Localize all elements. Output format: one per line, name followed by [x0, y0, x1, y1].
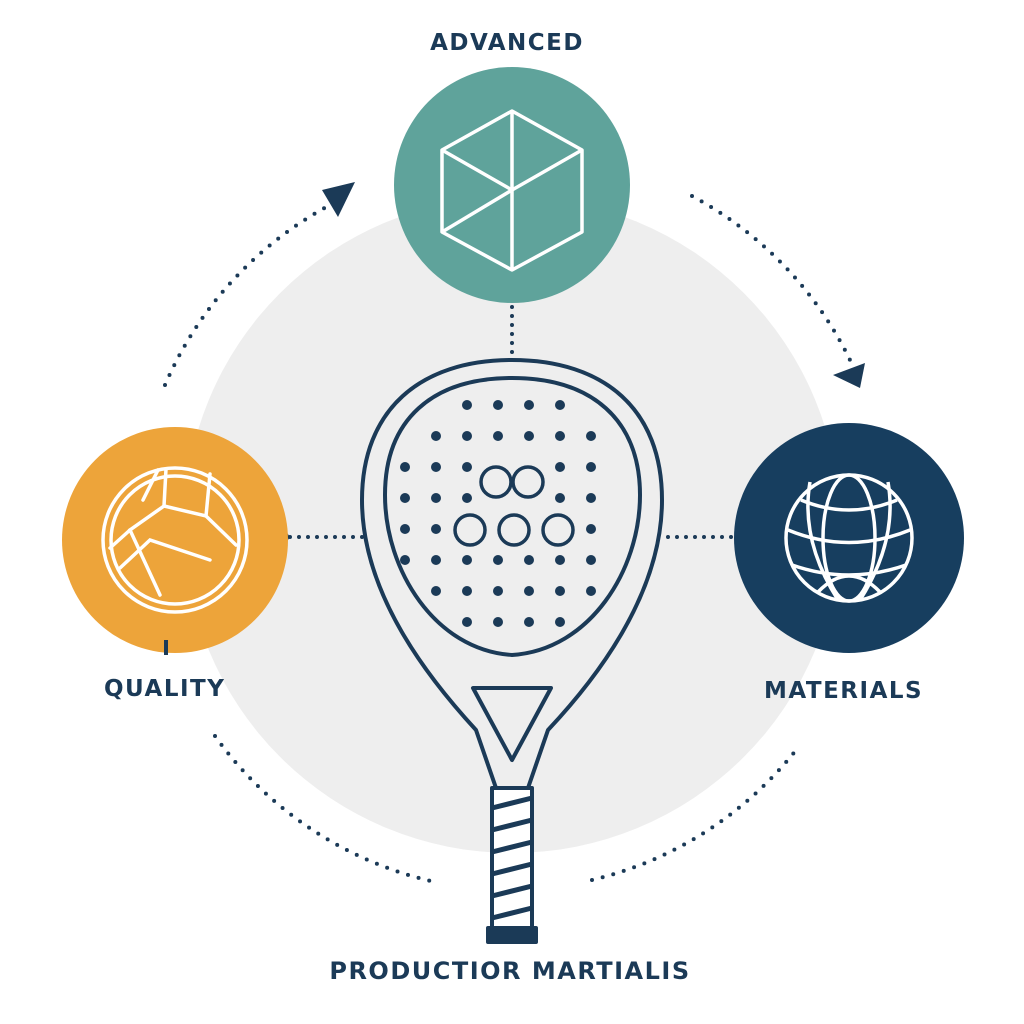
label-materials: MATERIALS [764, 678, 924, 704]
globe-icon [784, 473, 914, 603]
racket-hole [586, 586, 596, 596]
racket-hole [400, 493, 410, 503]
racket-hole [524, 617, 534, 627]
cycle-arcs [163, 194, 852, 884]
connectors [288, 296, 740, 539]
racket-hole [555, 431, 565, 441]
racket-hole [524, 555, 534, 565]
racket-hole [400, 555, 410, 565]
racket-hole [462, 586, 472, 596]
arc-top-left [163, 203, 332, 387]
racket-hole [462, 400, 472, 410]
racket-hole [462, 555, 472, 565]
racket-hole [555, 555, 565, 565]
racket-hole [493, 431, 503, 441]
racket-hole [462, 431, 472, 441]
racket-grip-wrap [491, 795, 533, 921]
racket-hole [555, 462, 565, 472]
node-quality-circle [62, 427, 288, 653]
racket-hole [493, 400, 503, 410]
racket-hole [524, 431, 534, 441]
racket-hole [524, 400, 534, 410]
cube-icon [440, 109, 584, 272]
racket-hole [400, 524, 410, 534]
racket-throat [471, 686, 553, 762]
racket-hole [586, 493, 596, 503]
arc-bottom-left [213, 734, 437, 884]
volleyball-icon [101, 466, 249, 614]
racket-hole [462, 493, 472, 503]
arrowhead-down-icon [833, 363, 865, 388]
label-production-materials: PRODUCTIOR MARTIALIS [329, 957, 691, 985]
racket-hole [431, 431, 441, 441]
racket-hole [462, 462, 472, 472]
racket-hole [586, 462, 596, 472]
arrowhead-up-right-icon [322, 182, 355, 217]
racket-dot-holes [400, 400, 596, 627]
racket-hole [555, 617, 565, 627]
node-quality [62, 427, 288, 655]
racket-hole [586, 555, 596, 565]
racket-hole [431, 555, 441, 565]
label-quality: QUALITY [104, 676, 226, 702]
racket-hole [586, 524, 596, 534]
backdrop-circle [184, 197, 840, 853]
node-advanced [394, 67, 630, 303]
label-advanced: ADVANCED [430, 30, 584, 56]
node-materials [734, 423, 964, 653]
racket-hole [431, 493, 441, 503]
racket-hole [493, 555, 503, 565]
racket-butt-cap [486, 926, 538, 944]
racket-hole [431, 462, 441, 472]
racket-hole [555, 586, 565, 596]
racket-hole [555, 400, 565, 410]
racket-hole [431, 586, 441, 596]
racket-large-holes [453, 465, 575, 547]
racket-hole [462, 617, 472, 627]
racket-hole [493, 617, 503, 627]
racket-hole [431, 524, 441, 534]
arc-bottom-right [590, 743, 802, 882]
racket-hole [400, 462, 410, 472]
racket-hole [493, 586, 503, 596]
padel-racket-icon [360, 358, 664, 944]
racket-hole [555, 493, 565, 503]
racket-hole [524, 586, 534, 596]
racket-face [383, 376, 642, 657]
node-materials-circle [734, 423, 964, 653]
racket-hole [586, 431, 596, 441]
